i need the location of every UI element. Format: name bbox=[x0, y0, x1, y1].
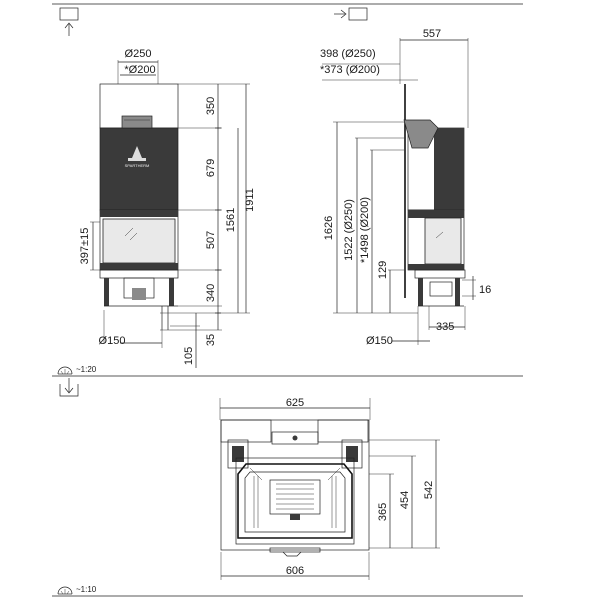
dim-1561: 1561 bbox=[225, 208, 237, 232]
front-view-icon bbox=[59, 7, 79, 36]
plan-side-clamp-left bbox=[227, 439, 249, 469]
scale-label-lower: ~1:10 bbox=[76, 585, 97, 594]
brand-text: SPARTHERM bbox=[125, 163, 150, 168]
dim-557: 557 bbox=[423, 28, 441, 40]
dim-454: 454 bbox=[399, 491, 411, 509]
dim-625: 625 bbox=[286, 397, 304, 409]
dim-1626: 1626 bbox=[323, 216, 335, 240]
dim-flue-diameter-alt: *Ø200 bbox=[124, 64, 155, 76]
side-flue-outlet bbox=[404, 120, 438, 148]
plan-firebox-liner bbox=[237, 463, 353, 539]
dim-542: 542 bbox=[423, 481, 435, 499]
frame bbox=[52, 3, 523, 597]
plan-side-clamp-right bbox=[341, 439, 363, 469]
plan-view-icon bbox=[59, 378, 79, 397]
front-view: SPARTHERM Ø250 *Ø200 bbox=[79, 48, 256, 368]
dim-340: 340 bbox=[205, 284, 217, 302]
front-leg-left bbox=[104, 278, 109, 306]
dim-679: 679 bbox=[205, 159, 217, 177]
dim-1498: *1498 (Ø200) bbox=[359, 197, 371, 263]
dim-flue-diameter: Ø250 bbox=[125, 48, 152, 60]
dim-1911: 1911 bbox=[244, 188, 256, 212]
side-view: 557 398 (Ø250) *373 (Ø200) 1626 1522 (Ø2… bbox=[320, 28, 491, 347]
dim-398: 398 (Ø250) bbox=[320, 48, 376, 60]
dim-373: *373 (Ø200) bbox=[320, 64, 380, 76]
plan-hatching bbox=[249, 467, 341, 528]
dim-side-ducting-diameter: Ø150 bbox=[366, 335, 393, 347]
plan-door-handle bbox=[282, 551, 302, 557]
dim-ducting-diameter: Ø150 bbox=[99, 335, 126, 347]
side-leg-back bbox=[455, 278, 460, 306]
dim-35: 35 bbox=[205, 334, 217, 346]
scale-indicator-lower: ~1:10 bbox=[57, 585, 97, 595]
front-glass bbox=[102, 218, 176, 264]
dim-397: 397±15 bbox=[79, 228, 91, 265]
dim-105: 105 bbox=[183, 347, 195, 365]
plan-view: 625 bbox=[219, 397, 440, 580]
scale-label-upper: ~1:20 bbox=[76, 365, 97, 374]
plan-outer-body bbox=[220, 419, 370, 551]
front-hood-body bbox=[100, 128, 178, 210]
front-flue-collar bbox=[122, 116, 152, 128]
front-leg-right bbox=[169, 278, 174, 306]
dim-365: 365 bbox=[377, 503, 389, 521]
dim-507: 507 bbox=[205, 231, 217, 249]
sparthem-logo: SPARTHERM bbox=[125, 146, 150, 168]
scale-indicator-upper: ~1:20 bbox=[57, 365, 97, 375]
dim-16: 16 bbox=[479, 284, 491, 296]
side-leg-front bbox=[418, 278, 423, 306]
side-glass bbox=[424, 217, 462, 265]
dim-1522: 1522 (Ø250) bbox=[343, 199, 355, 261]
dim-606: 606 bbox=[286, 565, 304, 577]
dim-335: 335 bbox=[436, 321, 454, 333]
dim-350: 350 bbox=[205, 97, 217, 115]
dim-129: 129 bbox=[377, 261, 389, 279]
side-view-icon bbox=[334, 7, 368, 21]
